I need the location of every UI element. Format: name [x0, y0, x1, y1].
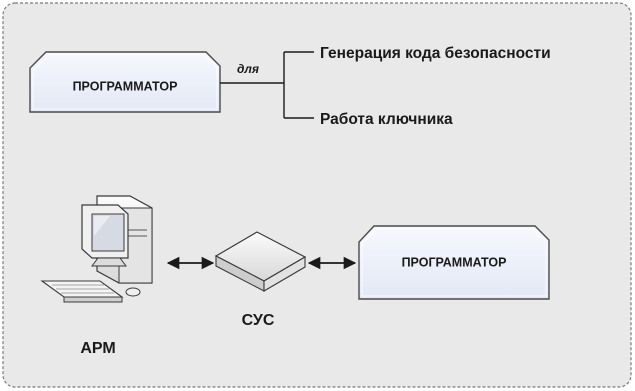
programmer-label-top: ПРОГРАММАТОР: [73, 79, 178, 93]
programmer-box-bottom: ПРОГРАММАТОР: [358, 225, 550, 300]
connector-label: для: [237, 62, 259, 76]
item-security-code: Генерация кода безопасности: [320, 45, 551, 62]
network-switch-icon: [214, 231, 307, 292]
switch-label: СУС: [242, 312, 275, 329]
item-keyholder: Работа ключника: [320, 111, 453, 128]
workstation-label: АРМ: [80, 340, 115, 357]
programmer-label-bottom: ПРОГРАММАТОР: [402, 255, 507, 269]
computer-icon: [40, 195, 153, 303]
programmer-box-top: ПРОГРАММАТОР: [29, 51, 221, 113]
bracket-connector: [220, 51, 314, 119]
